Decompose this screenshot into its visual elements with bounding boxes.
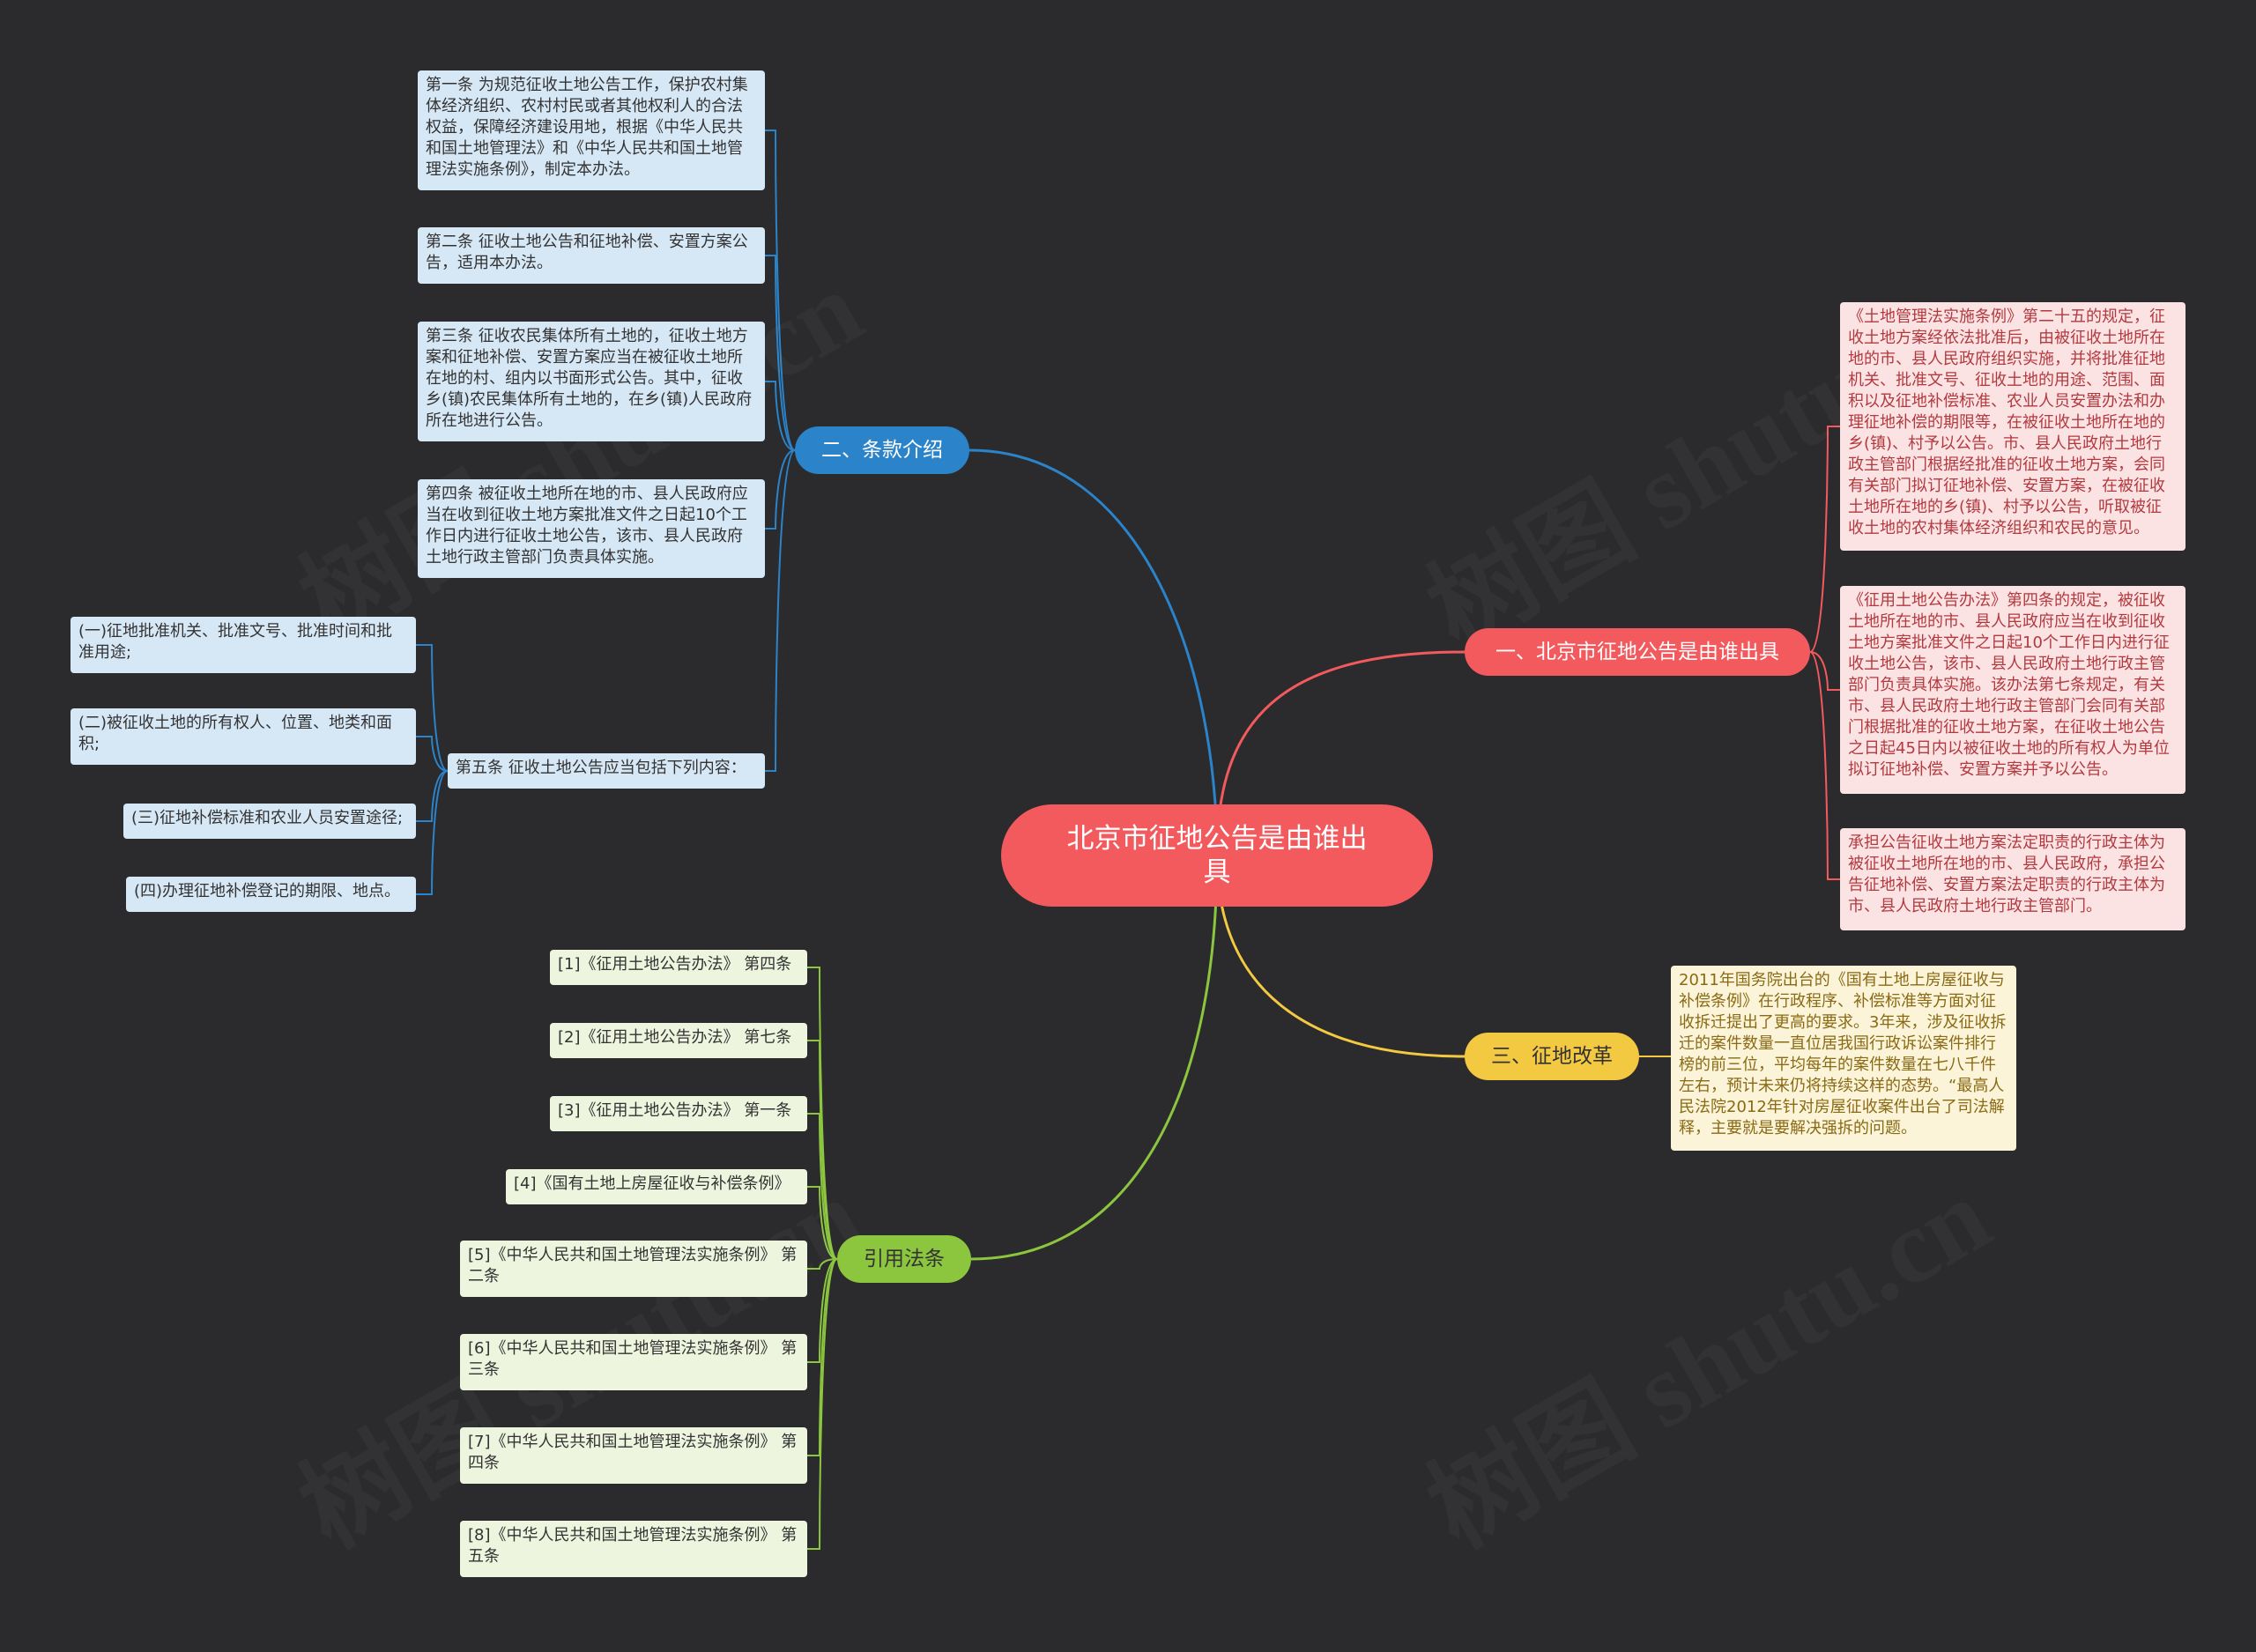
connector-clause5-sub-2 bbox=[416, 736, 449, 772]
connector-clause-1 bbox=[765, 130, 796, 451]
citation-item[interactable]: [4]《国有土地上房屋征收与补偿条例》 bbox=[506, 1169, 807, 1204]
connector-root-clauses bbox=[968, 448, 1219, 856]
clause-5-sub-4[interactable]: (四)办理征地补偿登记的期限、地点。 bbox=[126, 877, 416, 912]
connector-clause5-sub-4 bbox=[416, 770, 449, 895]
clause-5[interactable]: 第五条 征收土地公告应当包括下列内容： bbox=[448, 753, 765, 789]
clause-1[interactable]: 第一条 为规范征收土地公告工作，保护农村集体经济组织、农村村民或者其他权利人的合… bbox=[418, 70, 765, 190]
clause-2[interactable]: 第二条 征收土地公告和征地补偿、安置方案公告，适用本办法。 bbox=[418, 227, 765, 284]
connector-clause-4 bbox=[765, 449, 796, 530]
branch-reform[interactable]: 三、征地改革 bbox=[1465, 1033, 1639, 1080]
connector-root-citations bbox=[970, 855, 1219, 1261]
citation-item[interactable]: [5]《中华人民共和国土地管理法实施条例》 第二条 bbox=[460, 1241, 807, 1297]
issuer-note-3[interactable]: 承担公告征收土地方案法定职责的行政主体为被征收土地所在地的市、县人民政府，承担公… bbox=[1840, 828, 2186, 930]
issuer-note-1[interactable]: 《土地管理法实施条例》第二十五的规定，征收土地方案经依法批准后，由被征收土地所在… bbox=[1840, 302, 2186, 551]
clause-3[interactable]: 第三条 征收农民集体所有土地的，征收土地方案和征地补偿、安置方案应当在被征收土地… bbox=[418, 322, 765, 441]
connector-citation-5 bbox=[807, 1258, 838, 1270]
connector-clause5-sub-1 bbox=[416, 644, 449, 772]
connector-citation-1 bbox=[807, 967, 838, 1260]
issuer-note-2[interactable]: 《征用土地公告办法》第四条的规定，被征收土地所在地的市、县人民政府应当在收到征收… bbox=[1840, 586, 2186, 794]
root-topic[interactable]: 北京市征地公告是由谁出具 bbox=[1001, 804, 1433, 907]
clause-5-sub-2[interactable]: (二)被征收土地的所有权人、位置、地类和面积; bbox=[70, 708, 416, 765]
connector-citation-8 bbox=[807, 1258, 838, 1550]
clause-4[interactable]: 第四条 被征收土地所在地的市、县人民政府应当在收到征收土地方案批准文件之日起10… bbox=[418, 479, 765, 578]
branch-issuer[interactable]: 一、北京市征地公告是由谁出具 bbox=[1465, 628, 1810, 676]
reform-note[interactable]: 2011年国务院出台的《国有土地上房屋征收与补偿条例》在行政程序、补偿标准等方面… bbox=[1671, 966, 2016, 1151]
connector-citation-7 bbox=[807, 1258, 838, 1456]
connector-issuer-3 bbox=[1809, 651, 1840, 880]
connector-citation-6 bbox=[807, 1258, 838, 1363]
citation-item[interactable]: [3]《征用土地公告办法》 第一条 bbox=[550, 1096, 807, 1131]
branch-clauses[interactable]: 二、条款介绍 bbox=[795, 426, 969, 474]
connector-citation-4 bbox=[807, 1186, 838, 1260]
connector-clause-3 bbox=[765, 381, 796, 451]
connector-clause-2 bbox=[765, 255, 796, 451]
clause-5-sub-3[interactable]: (三)征地补偿标准和农业人员安置途径; bbox=[123, 804, 416, 839]
connector-citation-2 bbox=[807, 1040, 838, 1260]
connector-issuer-2 bbox=[1809, 651, 1840, 691]
connector-issuer-1 bbox=[1809, 426, 1840, 653]
citation-item[interactable]: [1]《征用土地公告办法》 第四条 bbox=[550, 950, 807, 985]
citation-item[interactable]: [2]《征用土地公告办法》 第七条 bbox=[550, 1023, 807, 1058]
citation-item[interactable]: [8]《中华人民共和国土地管理法实施条例》 第五条 bbox=[460, 1521, 807, 1577]
connector-clause5-sub-3 bbox=[416, 770, 449, 822]
citation-item[interactable]: [7]《中华人民共和国土地管理法实施条例》 第四条 bbox=[460, 1427, 807, 1484]
citation-item[interactable]: [6]《中华人民共和国土地管理法实施条例》 第三条 bbox=[460, 1334, 807, 1390]
connector-citation-3 bbox=[807, 1113, 838, 1260]
branch-citations[interactable]: 引用法条 bbox=[837, 1235, 971, 1283]
clause-5-sub-1[interactable]: (一)征地批准机关、批准文号、批准时间和批准用途; bbox=[70, 617, 416, 673]
connector-clause-5 bbox=[765, 449, 796, 772]
